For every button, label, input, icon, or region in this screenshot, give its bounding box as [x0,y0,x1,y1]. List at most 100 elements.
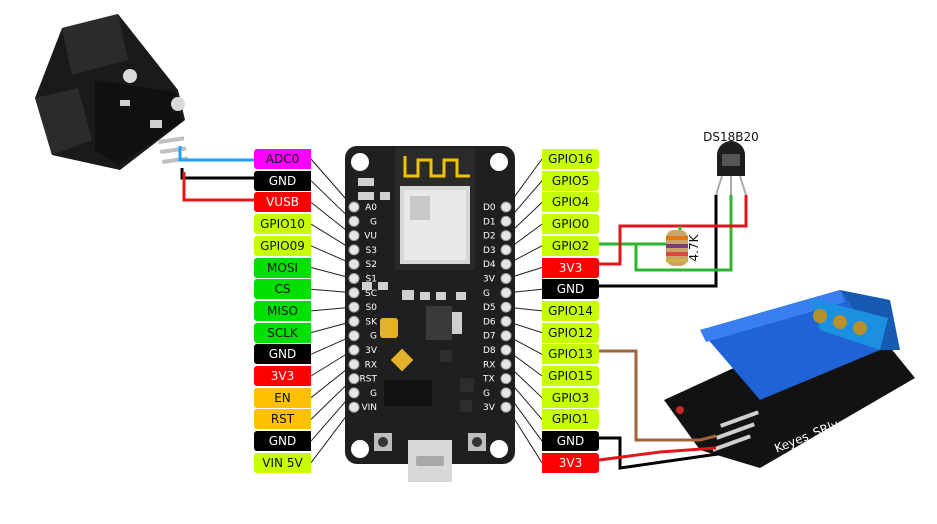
board-silkscreen-label: D0 [483,203,496,213]
board-silkscreen-label: G [483,389,490,399]
right-pin-label: GND [542,431,599,452]
sensor-title: DS18B20 [703,130,759,144]
header-pin-hole-icon [500,401,512,413]
board-silkscreen-label: S0 [366,303,378,313]
right-pin-label: GPIO16 [542,149,599,169]
relay-module: Keyes_SRly [664,290,915,468]
board-silkscreen-label: D8 [483,346,496,356]
board-silkscreen-label: D3 [483,246,496,256]
header-pin-hole-icon [348,258,360,270]
left-pin-label: GND [254,344,311,365]
right-pin-label: GPIO0 [542,214,599,235]
board-silkscreen-label: 3V [483,403,496,413]
header-pin-hole-icon [500,230,512,242]
ds18b20-wires [599,195,748,288]
header-pin-hole-icon [500,287,512,299]
header-pin-hole-icon [500,273,512,284]
board-silkscreen-label: D1 [483,217,496,227]
board-silkscreen-label: TX [482,375,495,385]
mount-hole-icon [351,153,369,171]
header-pin-hole-icon [348,287,360,299]
right-pin-label: GPIO12 [542,322,599,343]
header-pin-hole-icon [500,387,512,399]
board-silkscreen-label: G [483,289,490,299]
header-pin-hole-icon [500,258,512,270]
mount-hole-icon [351,440,369,458]
header-pin-hole-icon [348,273,360,284]
board-silkscreen-label: S2 [366,260,377,270]
board-silkscreen-label: D4 [483,260,496,270]
header-pin-hole-icon [348,201,360,213]
right-pin-label: GPIO4 [542,192,599,213]
header-pin-hole-icon [348,344,360,356]
header-pin-hole-icon [348,230,360,242]
board-silkscreen-label: SK [365,317,378,327]
board-silkscreen-label: G [370,332,377,342]
header-pin-hole-icon [500,201,512,213]
left-pin-label: VIN 5V [254,452,311,473]
board-silkscreen-label: G [370,217,377,227]
board-silkscreen-label: 3V [483,275,496,285]
left-pin-label: EN [254,387,311,408]
board-silkscreen-label: RX [483,360,495,370]
left-pin-label: RST [254,409,311,430]
board-silkscreen-label: D6 [483,317,496,327]
header-pin-hole-icon [348,387,360,399]
header-pin-hole-icon [348,315,360,327]
board-silkscreen-label: S1 [366,275,377,285]
mount-hole-icon [490,440,508,458]
board-silkscreen-label: SC [365,289,377,299]
right-pin-label: GPIO1 [542,409,599,430]
right-pin-label: GPIO2 [542,235,599,256]
mount-hole-icon [171,97,185,111]
left-pin-label: ADC0 [254,149,311,169]
header-pin-hole-icon [348,373,360,385]
board-silkscreen-label: S3 [366,246,377,256]
header-pin-hole-icon [348,215,360,227]
board-silkscreen-label: G [370,389,377,399]
left-pin-label: GND [254,170,311,191]
ds18b20-sensor: DS18B20 [703,130,759,196]
board-silkscreen-label: RX [365,360,377,370]
right-pin-label: GPIO15 [542,366,599,386]
header-pin-hole-icon [500,244,512,256]
left-pin-label: MISO [254,300,311,321]
board-silkscreen-label: D7 [483,332,496,342]
right-pin-label: GPIO13 [542,344,599,365]
slot-sensor-wires [178,146,256,202]
header-pin-hole-icon [500,315,512,327]
header-pin-hole-icon [500,358,512,370]
header-pin-hole-icon [348,358,360,370]
mount-hole-icon [123,69,137,83]
header-pin-hole-icon [500,215,512,227]
right-pin-label: GND [542,279,599,300]
board-silkscreen-label: 3V [365,346,378,356]
header-pin-hole-icon [348,244,360,256]
header-pin-hole-icon [348,401,360,413]
header-pin-hole-icon [500,330,512,342]
board-silkscreen-label: VU [364,232,377,242]
right-pin-label: GPIO3 [542,387,599,408]
left-pin-label: VUSB [254,192,311,213]
right-pin-label: 3V3 [542,452,599,473]
antenna-icon [403,156,470,178]
left-pin-label: GPIO10 [254,214,311,235]
board-silkscreen-label: D2 [483,232,496,242]
resistor: 4.7K [666,230,701,266]
board-silkscreen-label: A0 [365,203,377,213]
right-pin-label: GPIO5 [542,170,599,191]
resistor-value: 4.7K [687,233,701,261]
right-pin-label: GPIO14 [542,300,599,321]
header-pin-hole-icon [500,344,512,356]
slot-sensor-module [35,14,189,170]
left-pin-label: GND [254,431,311,452]
left-pin-label: GPIO09 [254,235,311,256]
header-pin-hole-icon [500,301,512,313]
header-pin-hole-icon [500,373,512,385]
left-pin-label: 3V3 [254,366,311,386]
board-silkscreen-label: RST [360,375,378,385]
board-silkscreen-label: VIN [361,403,377,413]
